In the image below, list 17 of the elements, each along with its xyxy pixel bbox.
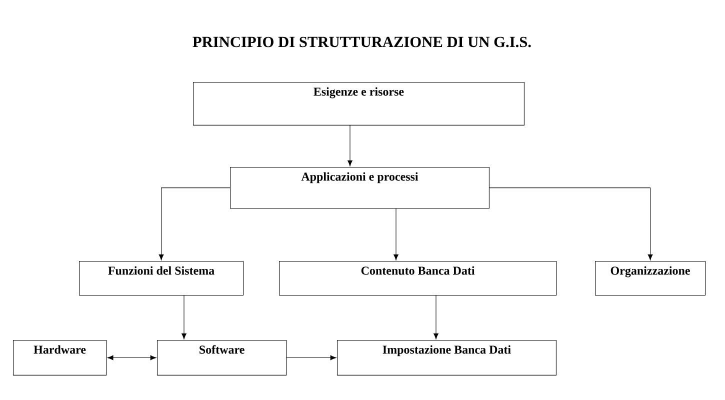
process-box: Funzioni del Sistema xyxy=(79,261,244,296)
process-box: Impostazione Banca Dati xyxy=(337,340,556,376)
process-box: Contenuto Banca Dati xyxy=(279,261,557,296)
process-box: Organizzazione xyxy=(595,261,706,296)
process-box: Esigenze e risorse xyxy=(193,82,524,126)
process-box: Hardware xyxy=(13,340,107,376)
arrow xyxy=(107,355,156,360)
process-box: Applicazioni e processi xyxy=(230,167,490,209)
arrow xyxy=(158,188,230,260)
arrow xyxy=(434,295,438,340)
arrow xyxy=(348,125,352,166)
arrow xyxy=(286,355,336,360)
arrow xyxy=(182,295,186,340)
arrow xyxy=(394,208,398,260)
title: PRINCIPIO DI STRUTTURAZIONE DI UN G.I.S. xyxy=(192,36,531,48)
process-box: Software xyxy=(157,340,287,376)
arrow xyxy=(489,188,653,260)
